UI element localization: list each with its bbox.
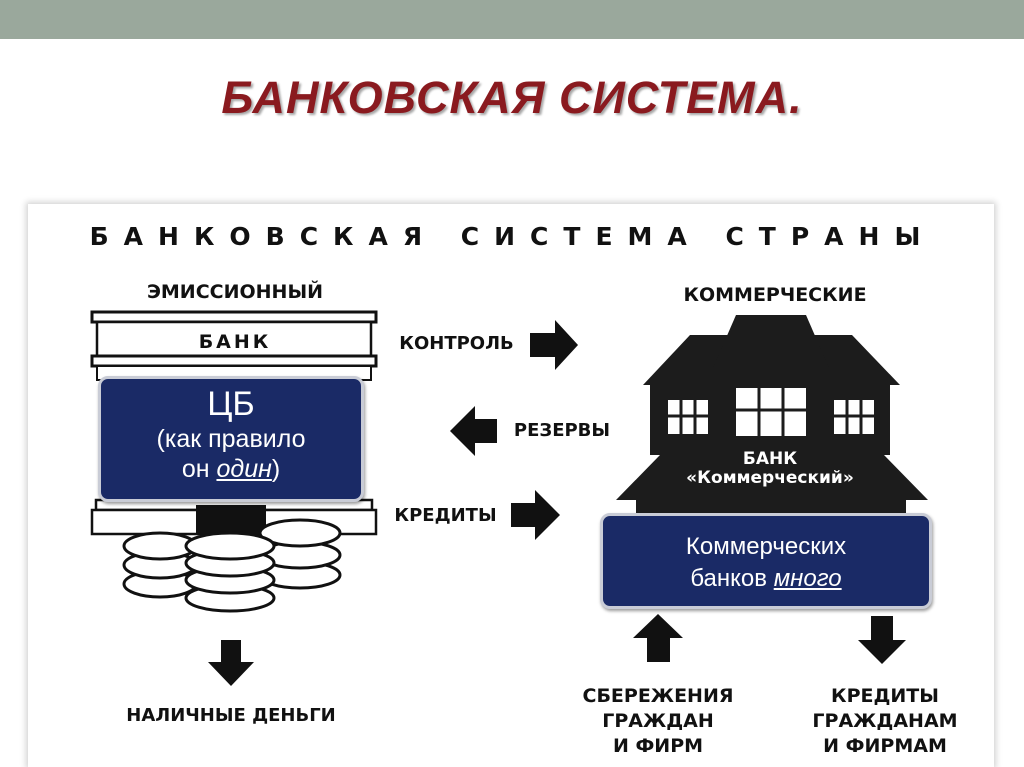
credits-label: КРЕДИТЫ (394, 505, 497, 526)
top-bar (0, 0, 1024, 39)
cash-money-label: НАЛИЧНЫЕ ДЕНЬГИ (126, 705, 336, 726)
line2-emphasis: один (216, 455, 272, 483)
commercial-bank-sign: БАНК «Коммерческий» (660, 450, 880, 488)
commercial-bank-building (616, 315, 928, 522)
savings-line1: СБЕРЕЖЕНИЯ (582, 685, 734, 707)
box2-emphasis: много (773, 565, 842, 592)
savings-label: СБЕРЕЖЕНИЯ ГРАЖДАН И ФИРМ (560, 684, 756, 759)
control-arrow (530, 320, 578, 370)
loans-line2: ГРАЖДАНАМ (812, 710, 958, 732)
commercial-banks-box: Коммерческих банков много (600, 513, 932, 609)
central-bank-sign: БАНК (198, 331, 272, 353)
central-bank-box-title: ЦБ (207, 385, 255, 423)
central-bank-box-line2: он один) (101, 454, 361, 484)
control-label: КОНТРОЛЬ (399, 333, 514, 354)
line2-suffix: ) (271, 455, 281, 483)
loans-label: КРЕДИТЫ ГРАЖДАНАМ И ФИРМАМ (790, 684, 980, 759)
diagram-heading: БАНКОВСКАЯ СИСТЕМА СТРАНЫ (89, 222, 936, 251)
savings-up-arrow (633, 614, 683, 662)
commercial-caption: КОММЕРЧЕСКИЕ (683, 284, 867, 306)
reserves-arrow (450, 406, 497, 456)
loans-line3: И ФИРМАМ (823, 735, 947, 757)
commercial-sign-line2: «Коммерческий» (686, 468, 854, 488)
commercial-box-line1: Коммерческих (685, 533, 847, 560)
loans-line1: КРЕДИТЫ (831, 685, 939, 707)
commercial-box-line2: банков много (603, 563, 929, 595)
savings-line2: ГРАЖДАН (602, 710, 714, 732)
commercial-sign-line1: БАНК (742, 449, 798, 469)
credits-down-arrow (858, 616, 906, 664)
cash-down-arrow (208, 640, 254, 686)
central-bank-box: ЦБ (как правило он один) (98, 376, 364, 502)
central-bank-box-line1: (как правило (156, 425, 306, 453)
box2-prefix: банков (690, 565, 774, 592)
slide-title: БАНКОВСКАЯ СИСТЕМА. (221, 72, 803, 123)
coin-stacks (122, 518, 342, 613)
central-bank-caption: ЭМИССИОННЫЙ (146, 281, 324, 303)
line2-prefix: он (181, 455, 217, 483)
savings-line3: И ФИРМ (612, 735, 704, 757)
credits-arrow (511, 490, 560, 540)
reserves-label: РЕЗЕРВЫ (513, 420, 611, 441)
